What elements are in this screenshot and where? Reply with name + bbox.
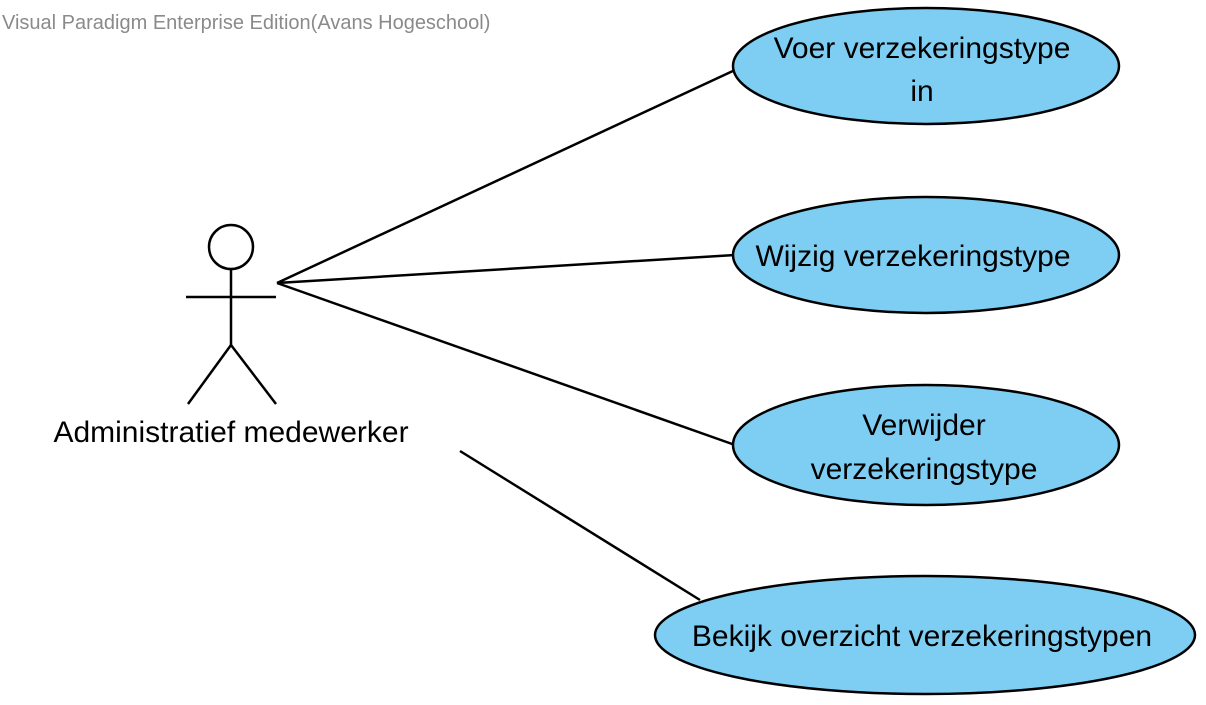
stick-figure-actor-icon <box>186 223 277 405</box>
use-case-voer-verzekeringstype-in[interactable]: Voer verzekeringstype in <box>731 6 1121 126</box>
use-case-label-line-1: Wijzig verzekeringstype <box>755 240 1070 273</box>
use-case-label-line-1: Verwijder <box>862 409 985 442</box>
use-case-label-line-1: Voer verzekeringstype <box>774 32 1071 65</box>
use-case-label-line-2: verzekeringstype <box>811 453 1038 486</box>
association-line-voer[interactable] <box>276 68 736 285</box>
association-line-wijzig[interactable] <box>276 253 736 285</box>
associations <box>276 68 736 602</box>
use-case-label-line-2: in <box>910 75 933 108</box>
use-case-verwijder-verzekeringstype[interactable]: Verwijder verzekeringstype <box>731 383 1121 507</box>
actor-label: Administratief medewerker <box>53 416 408 449</box>
watermark-text: Visual Paradigm Enterprise Edition(Avans… <box>2 12 490 34</box>
association-line-verwijder[interactable] <box>276 281 736 447</box>
use-case-bekijk-overzicht-verzekeringstypen[interactable]: Bekijk overzicht verzekeringstypen <box>653 574 1197 696</box>
association-line-bekijk[interactable] <box>459 449 701 602</box>
use-case-label-line-1: Bekijk overzicht verzekeringstypen <box>692 620 1152 653</box>
actor-administratief-medewerker[interactable]: Administratief medewerker <box>53 223 409 449</box>
use-case-wijzig-verzekeringstype[interactable]: Wijzig verzekeringstype <box>731 195 1121 315</box>
